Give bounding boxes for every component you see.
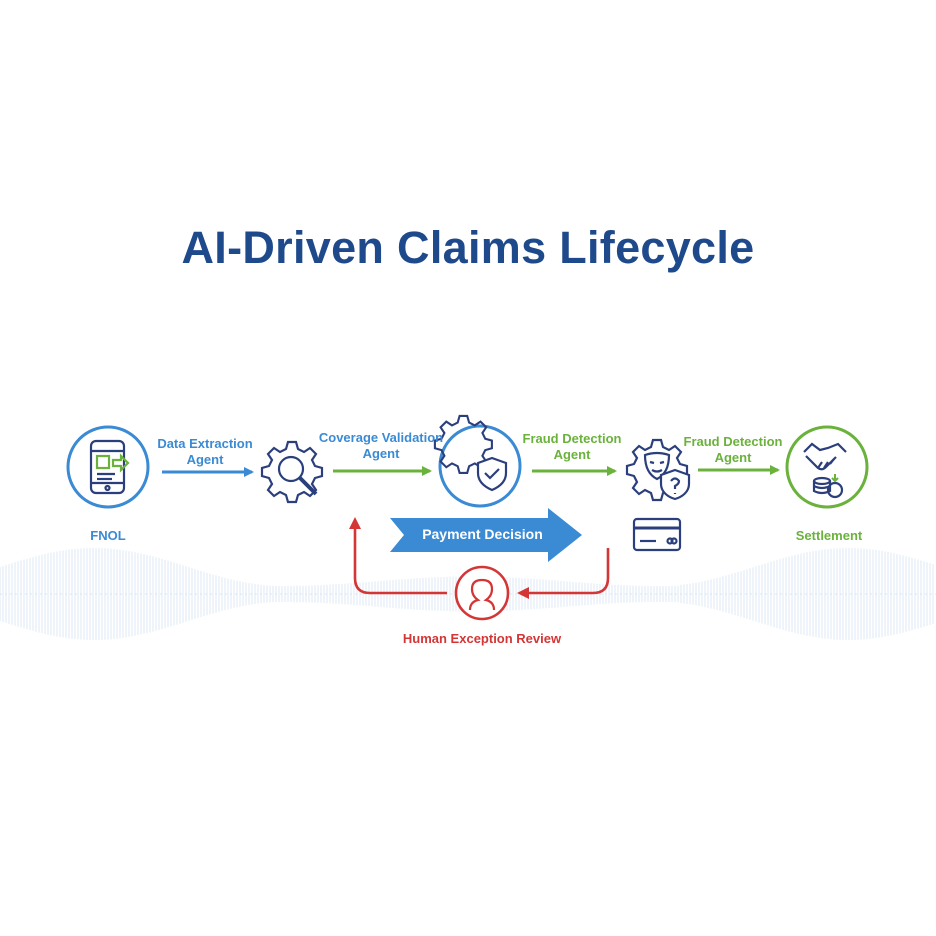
exception-arrow-out <box>349 517 447 595</box>
page-title: AI-Driven Claims Lifecycle <box>181 222 755 273</box>
validation-node <box>433 414 522 508</box>
edge-label-line: Agent <box>362 446 400 461</box>
settlement-label: Settlement <box>795 528 863 543</box>
gear-mask-shield-question-icon <box>625 438 691 502</box>
edge-label-line: Data Extraction <box>157 436 253 451</box>
credit-card-icon <box>632 517 682 552</box>
person-icon <box>454 565 510 621</box>
edge-label-line: Agent <box>553 447 591 462</box>
edge-label-line: Agent <box>714 450 752 465</box>
payment-decision-arrow <box>390 508 582 562</box>
edge-label-line: Agent <box>186 452 224 467</box>
handshake-coins-icon <box>803 442 847 499</box>
human-review-label: Human Exception Review <box>402 631 562 646</box>
fnol-label: FNOL <box>90 528 126 543</box>
mobile-phone-form-icon <box>89 439 130 495</box>
edge-label-line: Fraud Detection <box>683 434 783 449</box>
edge-label-line: Fraud Detection <box>522 431 622 446</box>
exception-arrow-in <box>517 548 610 599</box>
payment-decision-label: Payment Decision <box>422 526 543 542</box>
gear-shield-check-icon <box>433 414 508 492</box>
edge-label-line: Coverage Validation <box>318 430 444 445</box>
gear-magnifier-icon <box>260 440 324 504</box>
fnol-node <box>66 425 150 509</box>
settlement-node <box>785 425 869 509</box>
